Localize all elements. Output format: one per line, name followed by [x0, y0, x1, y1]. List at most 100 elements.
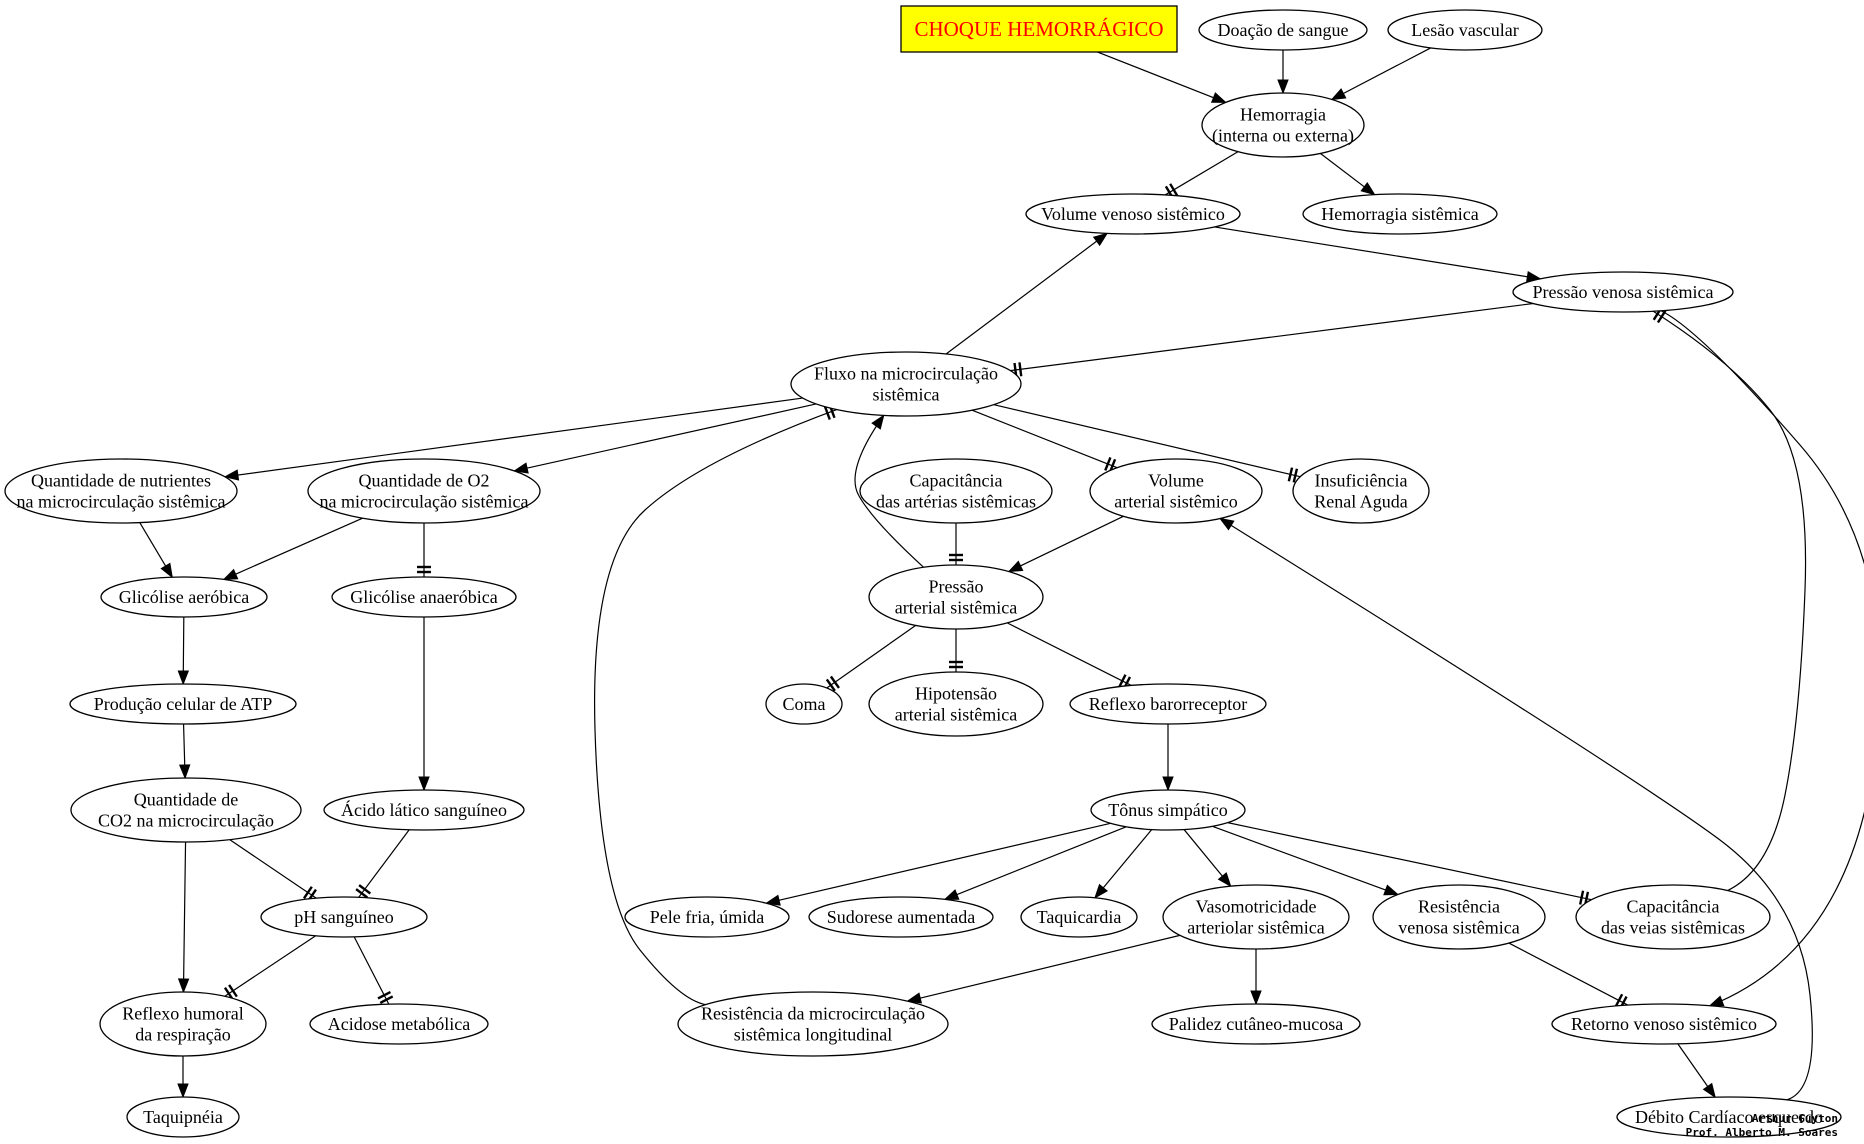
- arrowhead: [943, 889, 960, 900]
- node-debito[interactable]: Débito Cardíaco esquerdo: [1616, 1096, 1842, 1138]
- node-ph[interactable]: pH sanguíneo: [260, 896, 428, 938]
- node-label: Hemorragia sistêmica: [1321, 204, 1478, 224]
- edge-resven-retven: [1508, 942, 1629, 1010]
- node-shape: [868, 564, 1044, 630]
- node-acidose[interactable]: Acidose metabólica: [309, 1003, 489, 1045]
- node-shape: [765, 683, 843, 725]
- tee-bar: [358, 884, 372, 895]
- node-label: Quantidade de O2: [359, 471, 490, 491]
- node-label: Hipotensão: [915, 684, 997, 704]
- edge-line: [766, 822, 1111, 904]
- title-box[interactable]: CHOQUE HEMORRÁGICO: [900, 5, 1178, 53]
- node-retven[interactable]: Retorno venoso sistêmico: [1551, 1003, 1777, 1045]
- edge-presven-fluxo: [1010, 302, 1534, 378]
- node-shape: [868, 671, 1044, 737]
- node-taquip[interactable]: Taquipnéia: [126, 1096, 240, 1138]
- node-label: Reflexo humoral: [122, 1004, 243, 1024]
- edge-title-hemorragia: [1092, 49, 1227, 103]
- node-doacao[interactable]: Doação de sangue: [1198, 9, 1368, 51]
- node-lesao[interactable]: Lesão vascular: [1387, 9, 1543, 51]
- node-presven[interactable]: Pressão venosa sistêmica: [1512, 271, 1734, 313]
- tee-bar: [825, 678, 836, 692]
- arrowhead: [1277, 79, 1289, 95]
- node-label: Resistência da microcirculação: [701, 1004, 925, 1024]
- edge-line: [1652, 310, 1807, 892]
- edge-volart-presart: [1007, 515, 1124, 573]
- node-label: Capacitância: [1627, 897, 1720, 917]
- arrowhead: [160, 562, 173, 579]
- node-label: Volume venoso sistêmico: [1041, 204, 1225, 224]
- node-tonus[interactable]: Tônus simpático: [1090, 789, 1246, 831]
- node-shape: [1020, 896, 1138, 938]
- edge-line: [1214, 226, 1541, 280]
- edge-line: [945, 232, 1108, 355]
- node-label: CO2 na microcirculação: [98, 811, 274, 831]
- node-label: Taquicardia: [1037, 907, 1122, 927]
- arrowhead: [1217, 872, 1232, 888]
- edge-lesao-hemorragia: [1330, 47, 1431, 101]
- node-label: Coma: [783, 694, 826, 714]
- arrowhead: [1162, 776, 1174, 792]
- edge-qo2-glicanaer: [417, 523, 431, 577]
- node-label: Capacitância: [910, 471, 1003, 491]
- node-shape: [1616, 1096, 1842, 1138]
- edge-line: [224, 397, 803, 478]
- node-taqui[interactable]: Taquicardia: [1020, 896, 1138, 938]
- node-shape: [99, 991, 267, 1057]
- arrowhead: [1250, 990, 1262, 1006]
- node-hemsis[interactable]: Hemorragia sistêmica: [1302, 193, 1498, 235]
- node-barorefl[interactable]: Reflexo barorreceptor: [1069, 683, 1267, 725]
- node-atp[interactable]: Produção celular de ATP: [69, 683, 297, 725]
- edge-hemorragia-hemsis: [1319, 152, 1376, 196]
- edge-qo2-glicaer: [222, 517, 363, 581]
- node-pele[interactable]: Pele fria, úmida: [624, 896, 790, 938]
- node-label: arterial sistêmico: [1114, 492, 1237, 512]
- node-sudorese[interactable]: Sudorese aumentada: [808, 896, 994, 938]
- edge-line: [826, 624, 917, 689]
- node-label: Glicólise anaeróbica: [350, 587, 497, 607]
- credit-author: Arthur Guyton: [1752, 1112, 1838, 1125]
- node-label: Quantidade de: [134, 790, 238, 810]
- edge-atp-qco2: [178, 723, 191, 780]
- node-shape: [1302, 193, 1498, 235]
- node-shape: [1512, 271, 1734, 313]
- node-label: Taquipnéia: [143, 1107, 223, 1127]
- edge-vasomot-resmicro: [906, 934, 1181, 1004]
- edge-line: [993, 404, 1301, 478]
- arrowhead: [906, 992, 923, 1004]
- node-coma[interactable]: Coma: [765, 683, 843, 725]
- node-palidez[interactable]: Palidez cutâneo-mucosa: [1151, 1003, 1361, 1045]
- node-glicaer[interactable]: Glicólise aeróbica: [100, 576, 268, 618]
- tee-bar: [1292, 468, 1299, 483]
- arrowhead: [1218, 517, 1235, 531]
- node-label: pH sanguíneo: [294, 907, 393, 927]
- edge-fluxo-volven: [945, 232, 1109, 355]
- node-label: arteriolar sistêmica: [1187, 918, 1324, 938]
- node-shape: [1069, 683, 1267, 725]
- tee-bar: [1118, 674, 1127, 688]
- node-resmicro[interactable]: Resistência da microcirculaçãosistêmica …: [677, 991, 949, 1057]
- node-hemorragia[interactable]: Hemorragia(interna ou externa): [1201, 92, 1365, 158]
- node-label: Volume: [1148, 471, 1204, 491]
- node-volven[interactable]: Volume venoso sistêmico: [1025, 193, 1241, 235]
- node-label: Fluxo na microcirculação: [814, 364, 998, 384]
- node-aclatico[interactable]: Ácido lático sanguíneo: [323, 789, 525, 831]
- node-glicanaer[interactable]: Glicólise anaeróbica: [331, 576, 517, 618]
- node-shape: [1292, 458, 1430, 524]
- node-label: Sudorese aumentada: [827, 907, 975, 927]
- edge-line: [1219, 517, 1813, 1101]
